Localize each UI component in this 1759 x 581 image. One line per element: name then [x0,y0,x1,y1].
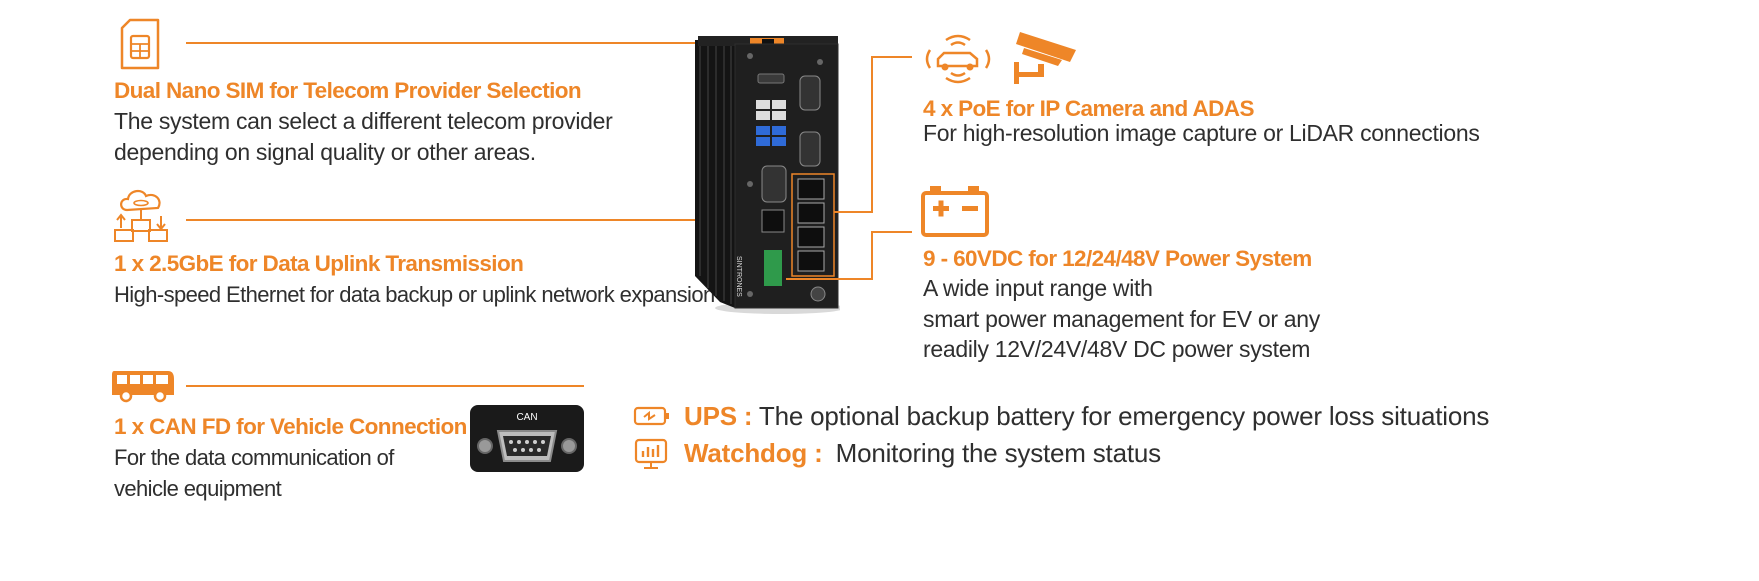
power-connector-line-v [871,231,873,279]
ethernet-feature-title: 1 x 2.5GbE for Data Uplink Transmission [114,251,524,276]
poe-feature-title: 4 x PoE for IP Camera and ADAS [923,96,1254,121]
power-feature-title: 9 - 60VDC for 12/24/48V Power System [923,246,1312,271]
ethernet-feature-text: High-speed Ethernet for data backup or u… [114,282,715,307]
can-connector-image: CAN [470,405,584,472]
sim-feature-text-2: depending on signal quality or other are… [114,139,536,165]
watchdog-label: Watchdog : [684,438,823,468]
poe-connector-line-h [872,56,912,58]
poe-connector-line-device [834,211,873,213]
security-camera-icon [1012,28,1080,86]
ups-label: UPS : [684,401,753,431]
sim-feature-title: Dual Nano SIM for Telecom Provider Selec… [114,78,582,103]
ups-battery-icon [633,405,671,427]
power-connector-line-device [786,278,873,280]
watchdog-monitor-icon [634,438,668,470]
watchdog-row: Watchdog : Monitoring the system status [684,438,1161,469]
bus-icon [110,367,176,403]
poe-connector-line-v [871,56,873,212]
battery-icon [920,184,990,238]
device-brand-label: SINTRONES [735,256,742,297]
can-connector-label: CAN [516,412,538,423]
power-connector-line-h [872,231,912,233]
power-feature-text-3: readily 12V/24V/48V DC power system [923,336,1311,362]
can-feature-title: 1 x CAN FD for Vehicle Connection [114,414,467,439]
poe-feature-text: For high-resolution image capture or LiD… [923,120,1480,146]
ups-text: The optional backup battery for emergenc… [758,401,1490,431]
device-image: SINTRONES [690,36,845,316]
cloud-network-icon [113,186,169,244]
ups-row: UPS : The optional backup battery for em… [684,401,1489,432]
can-connector-line [186,385,584,387]
can-feature-text-2: vehicle equipment [114,476,282,501]
connected-car-icon [920,28,996,90]
can-feature-text-1: For the data communication of [114,445,394,470]
sim-card-icon [118,18,162,70]
sim-connector-line [186,42,698,44]
sim-feature-text-1: The system can select a different teleco… [114,108,613,134]
watchdog-text: Monitoring the system status [835,438,1162,468]
ethernet-connector-line [186,219,750,221]
power-feature-text-1: A wide input range with [923,275,1153,301]
power-feature-text-2: smart power management for EV or any [923,306,1320,332]
